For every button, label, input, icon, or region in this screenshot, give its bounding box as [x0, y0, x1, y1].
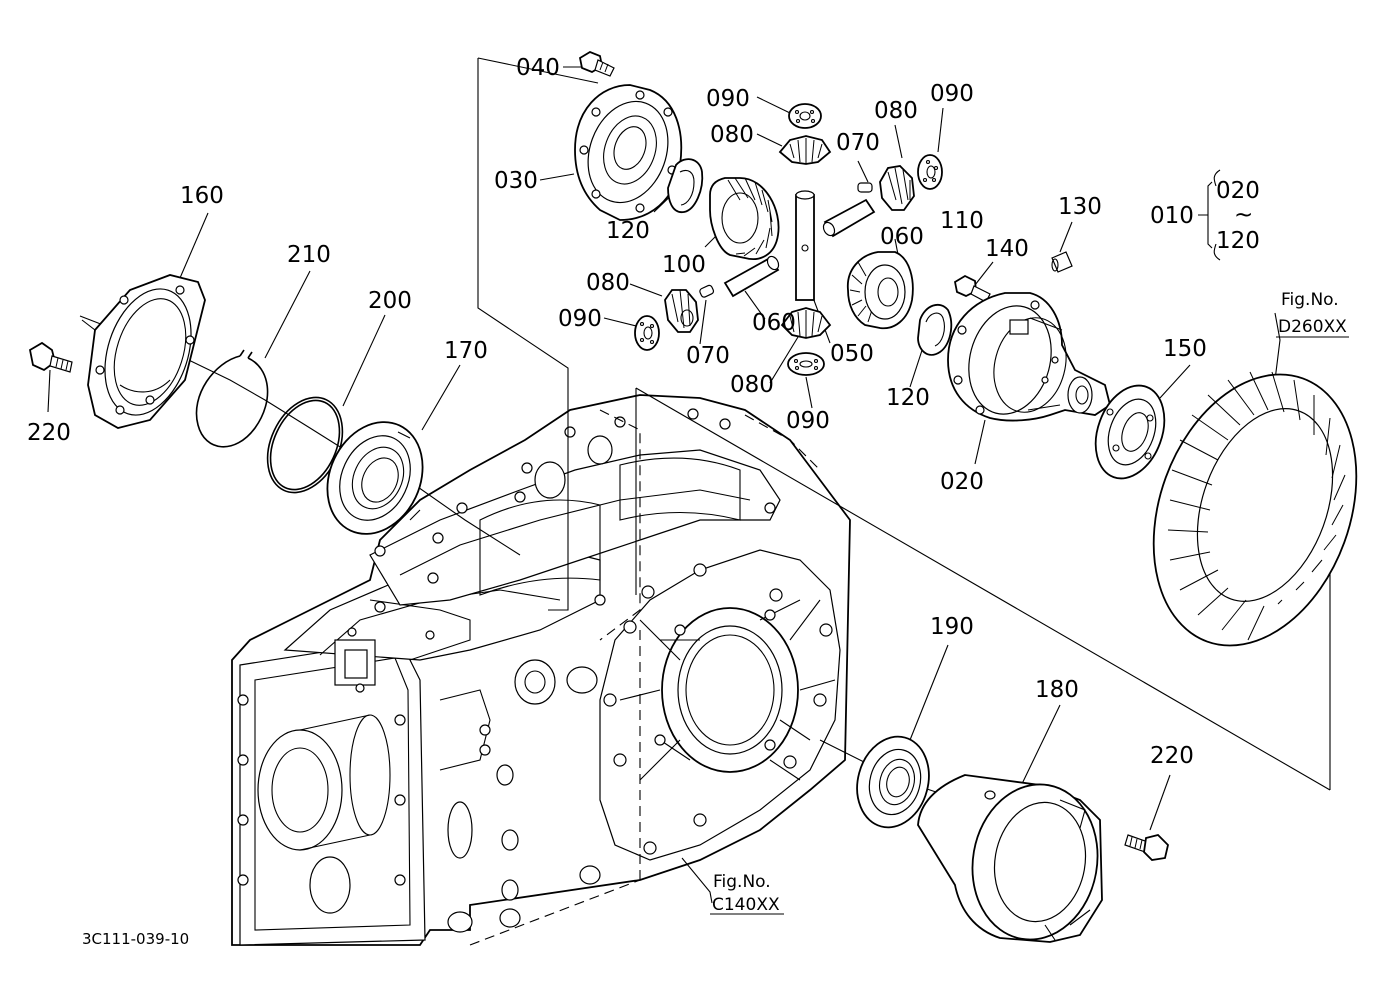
label-120-upper: 120	[606, 218, 650, 244]
ref-ring-gear-caption: Fig.No.	[1281, 290, 1339, 310]
label-060-upper: 060	[880, 224, 924, 250]
label-140: 140	[985, 236, 1029, 262]
part-labels: 040 030 120 100 090 080 070 080 090 060 …	[27, 55, 1207, 769]
label-150: 150	[1163, 336, 1207, 362]
label-220-right: 220	[1150, 743, 1194, 769]
bearing-190	[856, 735, 930, 829]
shim-120-lower	[917, 303, 953, 356]
label-010-to: 120	[1216, 228, 1260, 254]
label-100: 100	[662, 252, 706, 278]
label-080-bottom: 080	[730, 372, 774, 398]
label-080-top: 080	[710, 122, 754, 148]
ref-case-code: C140XX	[712, 895, 780, 915]
assembly-010: 010 020 ~ 120	[1150, 169, 1260, 261]
label-180: 180	[1035, 677, 1079, 703]
label-030: 030	[494, 168, 538, 194]
label-200: 200	[368, 288, 412, 314]
bolt-220-right	[1124, 834, 1169, 861]
label-190: 190	[930, 614, 974, 640]
bolt-140	[953, 274, 991, 303]
pinion-080-top	[778, 135, 832, 165]
label-070-lower: 070	[686, 343, 730, 369]
washer-090-right	[917, 154, 943, 190]
pin-070-lower	[699, 284, 715, 298]
label-080-left: 080	[586, 270, 630, 296]
label-080-right: 080	[874, 98, 918, 124]
label-010-tilde: ~	[1234, 202, 1253, 228]
bolt-220-left	[28, 341, 73, 373]
snap-ring-210	[195, 349, 269, 448]
shim-120-upper	[667, 158, 704, 213]
drawing-code: 3C111-039-10	[82, 930, 189, 948]
label-090-top: 090	[706, 86, 750, 112]
leader-lines	[47, 57, 1331, 904]
label-160: 160	[180, 183, 224, 209]
label-010-from: 020	[1216, 178, 1260, 204]
bearing-cover-030	[574, 84, 683, 221]
label-090-bottom: 090	[786, 408, 830, 434]
label-090-left: 090	[558, 306, 602, 332]
label-010: 010	[1150, 203, 1194, 229]
bearing-housing-180	[917, 774, 1103, 943]
side-gear-100	[709, 177, 780, 260]
label-020: 020	[940, 469, 984, 495]
side-cover-160	[81, 274, 206, 429]
label-110: 110	[940, 208, 984, 234]
ref-case-caption: Fig.No.	[713, 872, 771, 892]
pinion-080-left	[664, 289, 699, 333]
label-170: 170	[444, 338, 488, 364]
pin-060-lower	[723, 255, 780, 298]
ref-ring-gear-code: D260XX	[1278, 317, 1347, 337]
bearing-170	[326, 421, 424, 535]
pin-070-upper	[857, 182, 873, 193]
label-130: 130	[1058, 194, 1102, 220]
figure-ref-case: Fig.No. C140XX	[710, 872, 784, 915]
label-220-left: 220	[27, 420, 71, 446]
bearing-150	[1094, 384, 1166, 480]
pin-060-upper	[822, 198, 876, 238]
label-120-lower: 120	[886, 385, 930, 411]
differential-case-020	[947, 292, 1112, 422]
pinion-shaft-050	[795, 190, 815, 301]
bolt-130	[1051, 251, 1073, 273]
figure-ref-ring-gear: Fig.No. D260XX	[1276, 290, 1349, 338]
washer-090-top	[788, 103, 822, 129]
label-040: 040	[516, 55, 560, 81]
side-gear-110	[847, 251, 914, 330]
label-050: 050	[830, 341, 874, 367]
ring-gear	[1152, 371, 1358, 647]
transmission-case	[231, 394, 851, 946]
pinion-080-bottom	[780, 307, 832, 339]
bolt-040	[578, 50, 615, 77]
label-090-right: 090	[930, 81, 974, 107]
label-070-upper: 070	[836, 130, 880, 156]
label-210: 210	[287, 242, 331, 268]
washer-090-bottom	[787, 352, 825, 376]
washer-090-left	[634, 315, 660, 351]
pinion-080-right	[879, 165, 915, 211]
label-060-lower: 060	[752, 310, 796, 336]
